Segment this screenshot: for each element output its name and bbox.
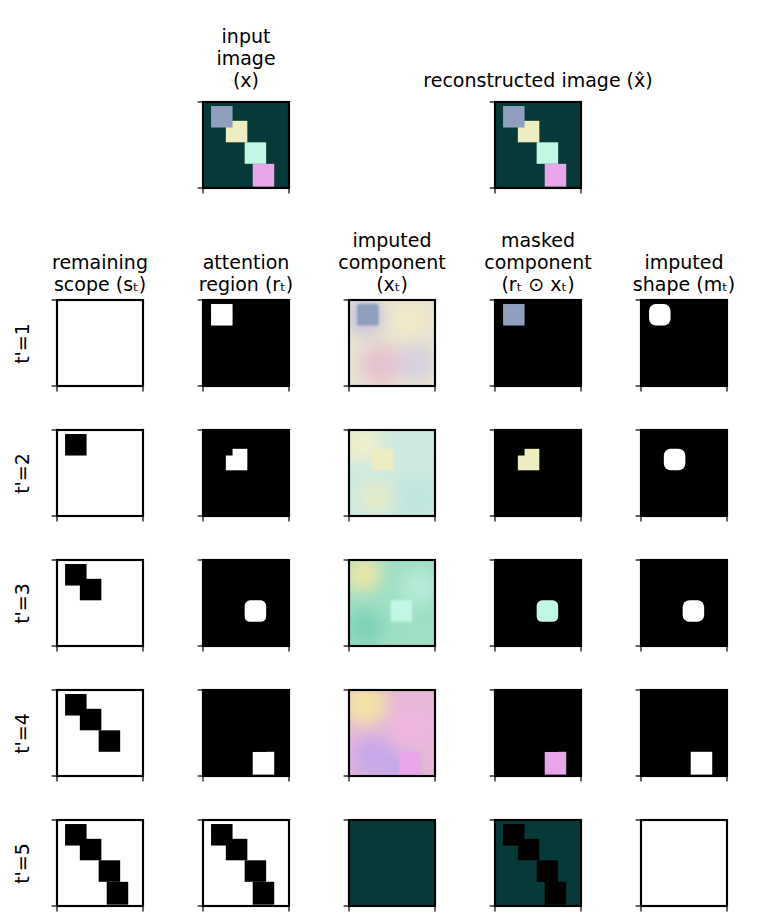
image-panel xyxy=(349,300,435,386)
image-panel xyxy=(203,690,289,776)
row-label: t'=3 xyxy=(13,583,32,624)
image-cell xyxy=(641,430,727,520)
image-panel xyxy=(641,430,727,516)
image-panel xyxy=(495,560,581,646)
image-cell xyxy=(57,560,143,650)
row-label: t'=1 xyxy=(13,323,32,364)
panel-heading: input image (x) xyxy=(206,26,286,92)
image-cell xyxy=(349,430,435,520)
image-cell xyxy=(349,560,435,650)
image-panel xyxy=(203,820,289,906)
column-heading: imputed component (xₜ) xyxy=(330,230,454,296)
image-panel xyxy=(203,430,289,516)
image-panel xyxy=(57,690,143,776)
image-panel xyxy=(641,300,727,386)
image-cell xyxy=(495,300,581,390)
image-panel xyxy=(57,300,143,386)
image-panel xyxy=(349,690,435,776)
image-panel xyxy=(495,430,581,516)
image-panel xyxy=(495,820,581,906)
image-panel xyxy=(641,690,727,776)
image-cell xyxy=(495,430,581,520)
image-panel xyxy=(203,560,289,646)
image-panel xyxy=(495,690,581,776)
image-cell xyxy=(641,690,727,780)
image-cell xyxy=(57,430,143,520)
image-panel xyxy=(57,820,143,906)
image-cell xyxy=(203,690,289,780)
column-heading: remaining scope (sₜ) xyxy=(38,252,162,296)
image-panel-node: input image (x) xyxy=(203,102,289,188)
image-cell xyxy=(203,300,289,390)
image-panel xyxy=(57,560,143,646)
column-heading: imputed shape (mₜ) xyxy=(622,252,746,296)
image-panel xyxy=(349,560,435,646)
image-cell xyxy=(641,820,727,910)
image-panel xyxy=(203,300,289,386)
image-cell xyxy=(495,690,581,780)
image-cell xyxy=(57,690,143,780)
image-cell xyxy=(349,300,435,390)
image-cell xyxy=(203,820,289,910)
row-label: t'=4 xyxy=(13,713,32,754)
image-cell xyxy=(641,560,727,650)
column-heading: attention region (rₜ) xyxy=(184,252,308,296)
image-panel xyxy=(641,820,727,906)
image-panel xyxy=(349,820,435,906)
image-panel xyxy=(641,560,727,646)
image-panel xyxy=(495,102,581,188)
image-cell xyxy=(641,300,727,390)
image-cell xyxy=(57,820,143,910)
image-cell xyxy=(495,560,581,650)
image-cell xyxy=(203,430,289,520)
column-heading: masked component (rₜ ⊙ xₜ) xyxy=(476,230,600,296)
image-panel xyxy=(57,430,143,516)
image-cell xyxy=(349,690,435,780)
image-cell xyxy=(349,820,435,910)
row-label: t'=5 xyxy=(13,843,32,884)
image-cell xyxy=(57,300,143,390)
image-panel xyxy=(495,300,581,386)
image-panel-node: reconstructed image (x̂) xyxy=(495,102,581,188)
image-cell xyxy=(203,560,289,650)
panel-heading: reconstructed image (x̂) xyxy=(418,70,658,92)
image-cell xyxy=(495,820,581,910)
image-panel xyxy=(203,102,289,188)
row-label: t'=2 xyxy=(13,453,32,494)
image-panel xyxy=(349,430,435,516)
